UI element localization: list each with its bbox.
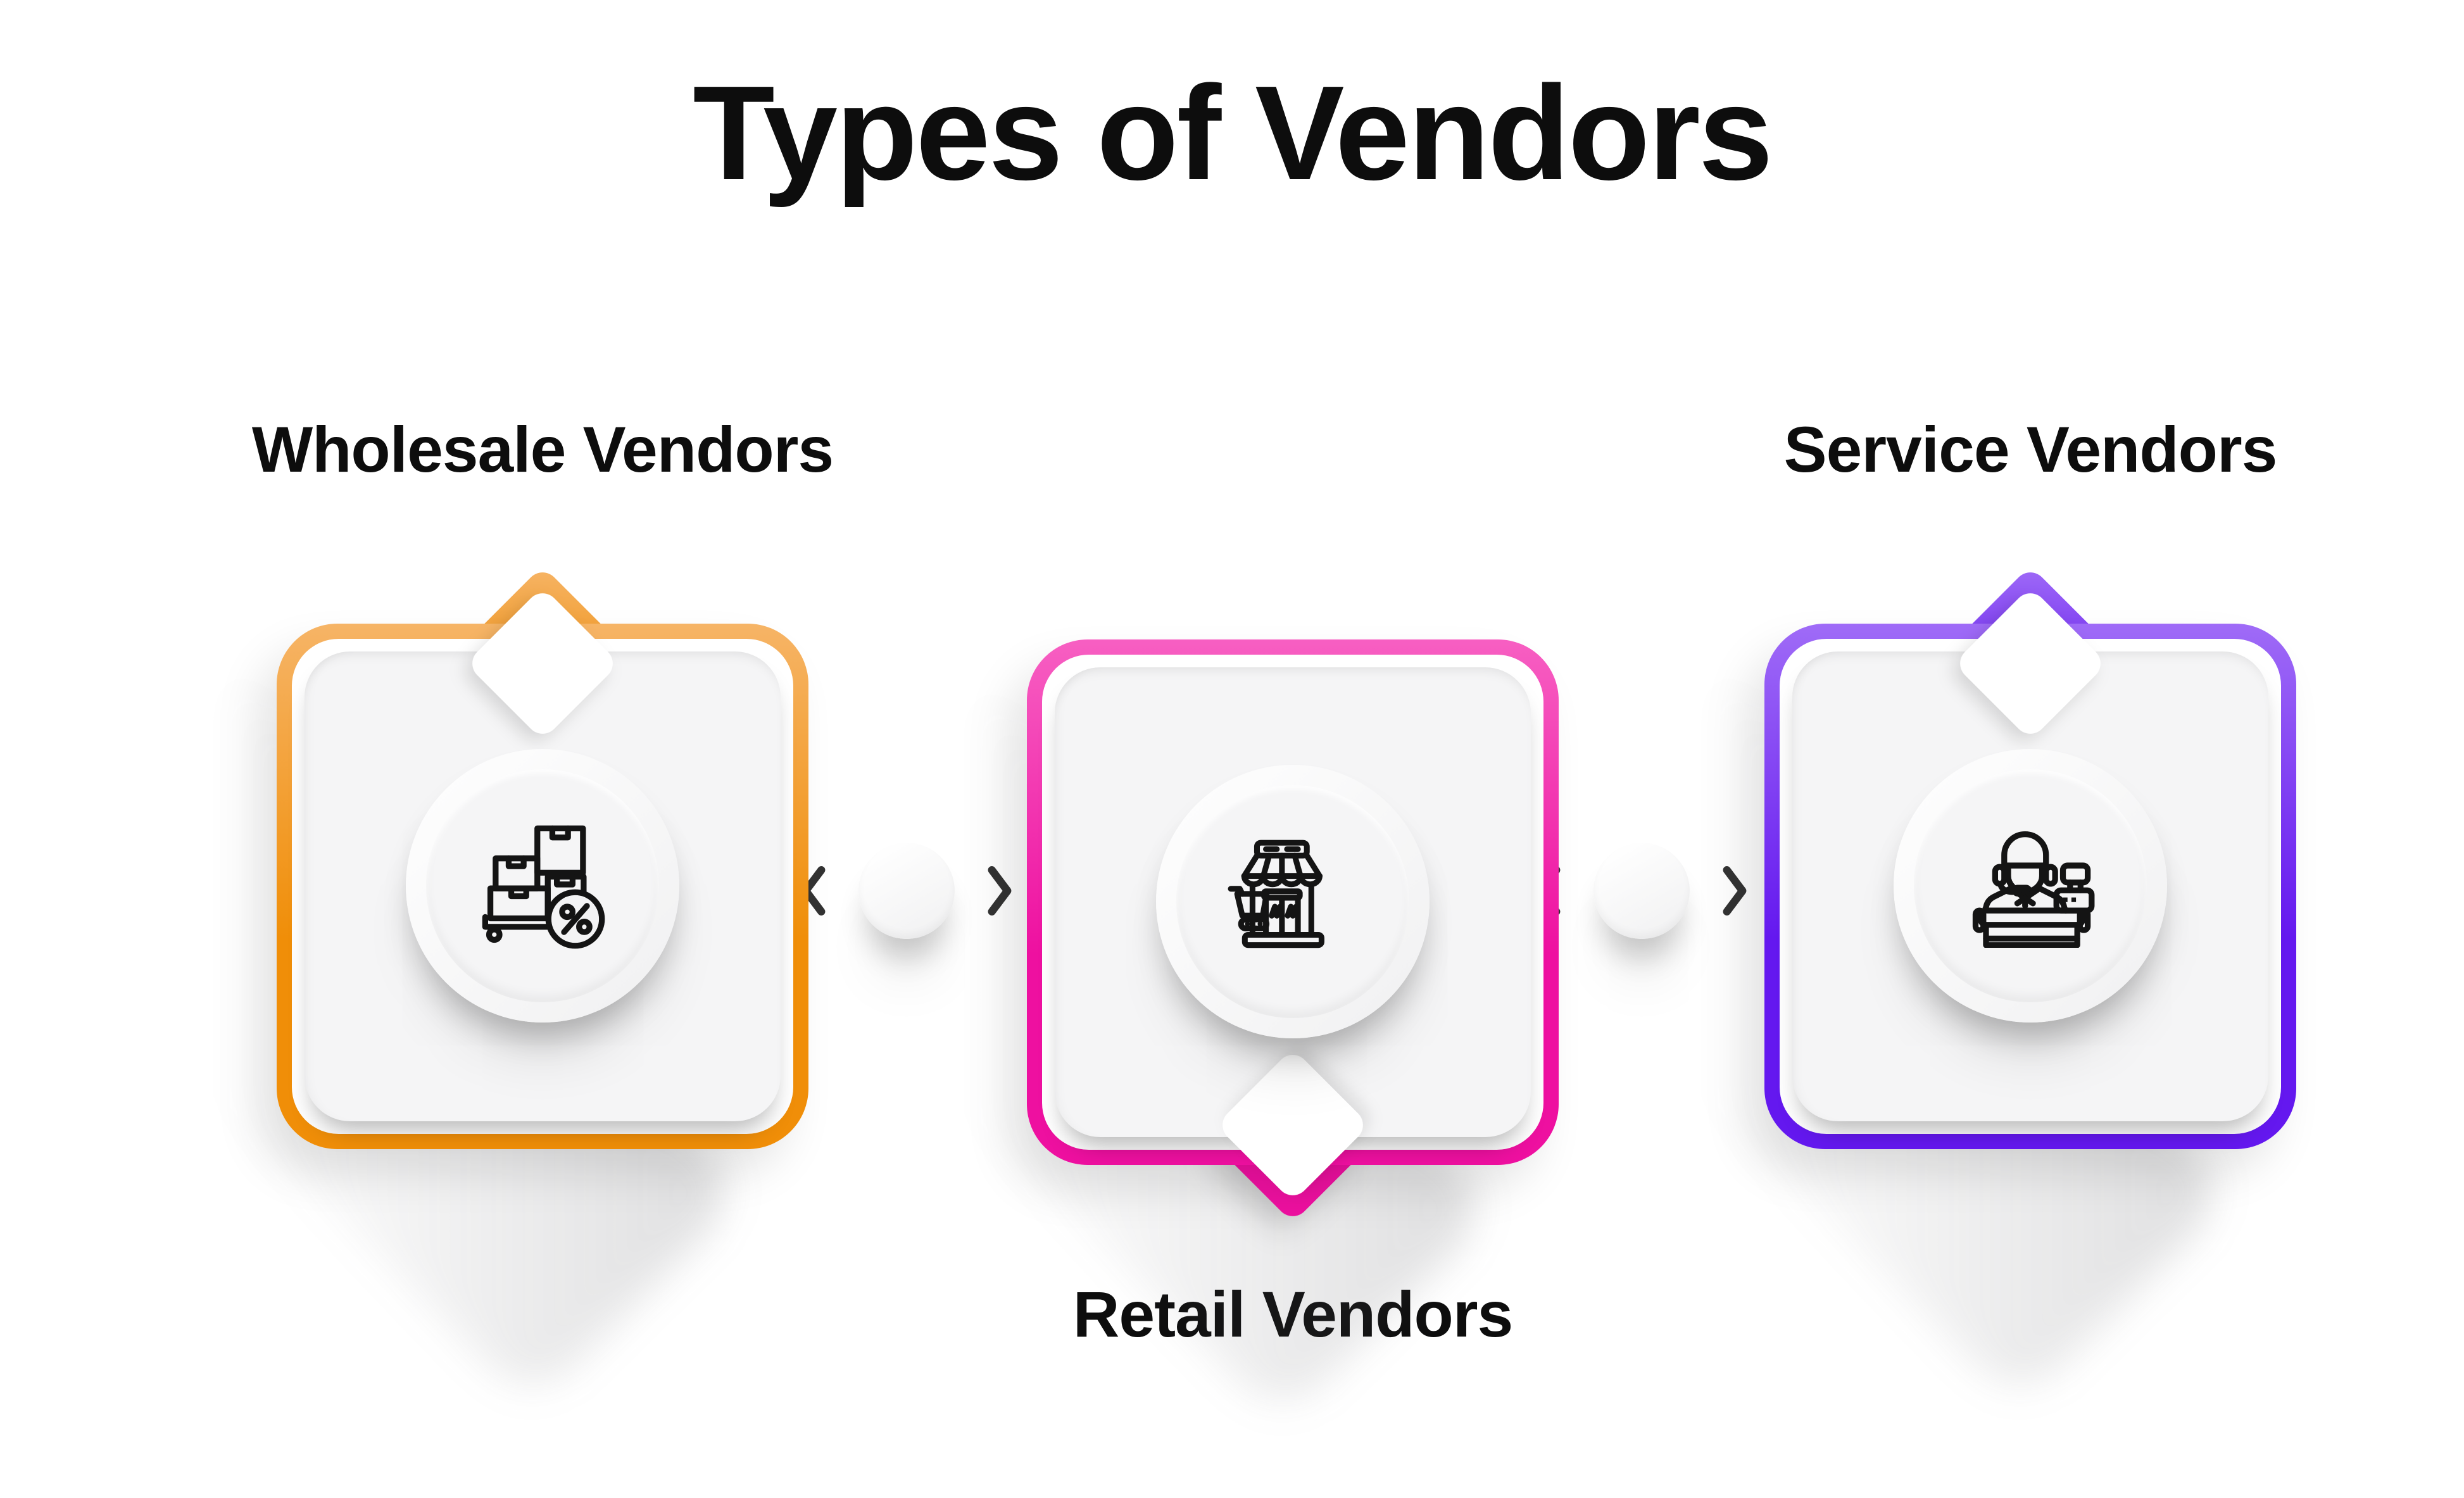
retail-vendors-card (717, 639, 1559, 1424)
icon-circle (1156, 765, 1430, 1038)
connector-dot (858, 843, 955, 939)
page-title: Types of Vendors (693, 58, 1773, 208)
icon-circle-inner (426, 769, 659, 1002)
service-support-agent-counter-icon (1972, 831, 2095, 948)
wholesale-vendors-card (0, 565, 808, 1408)
connector-left (799, 841, 1014, 940)
icon-circle (1894, 749, 2167, 1023)
connector-dot (1593, 843, 1690, 939)
wholesale-boxes-trolley-discount-icon (482, 825, 605, 949)
retail-vendors-label: Retail Vendors (1072, 1278, 1514, 1350)
retail-storefront-cart-icon (1228, 840, 1324, 948)
wholesale-vendors-label: Wholesale Vendors (251, 413, 834, 486)
service-vendors-card (1454, 565, 2296, 1408)
connector-right (1534, 841, 1749, 940)
icon-circle-inner (1914, 769, 2147, 1002)
chevron-right-icon (988, 866, 1012, 916)
chevron-right-icon (1723, 866, 1747, 916)
icon-circle-inner (1176, 785, 1409, 1018)
icon-circle (406, 749, 679, 1023)
service-vendors-label: Service Vendors (1783, 413, 2278, 486)
